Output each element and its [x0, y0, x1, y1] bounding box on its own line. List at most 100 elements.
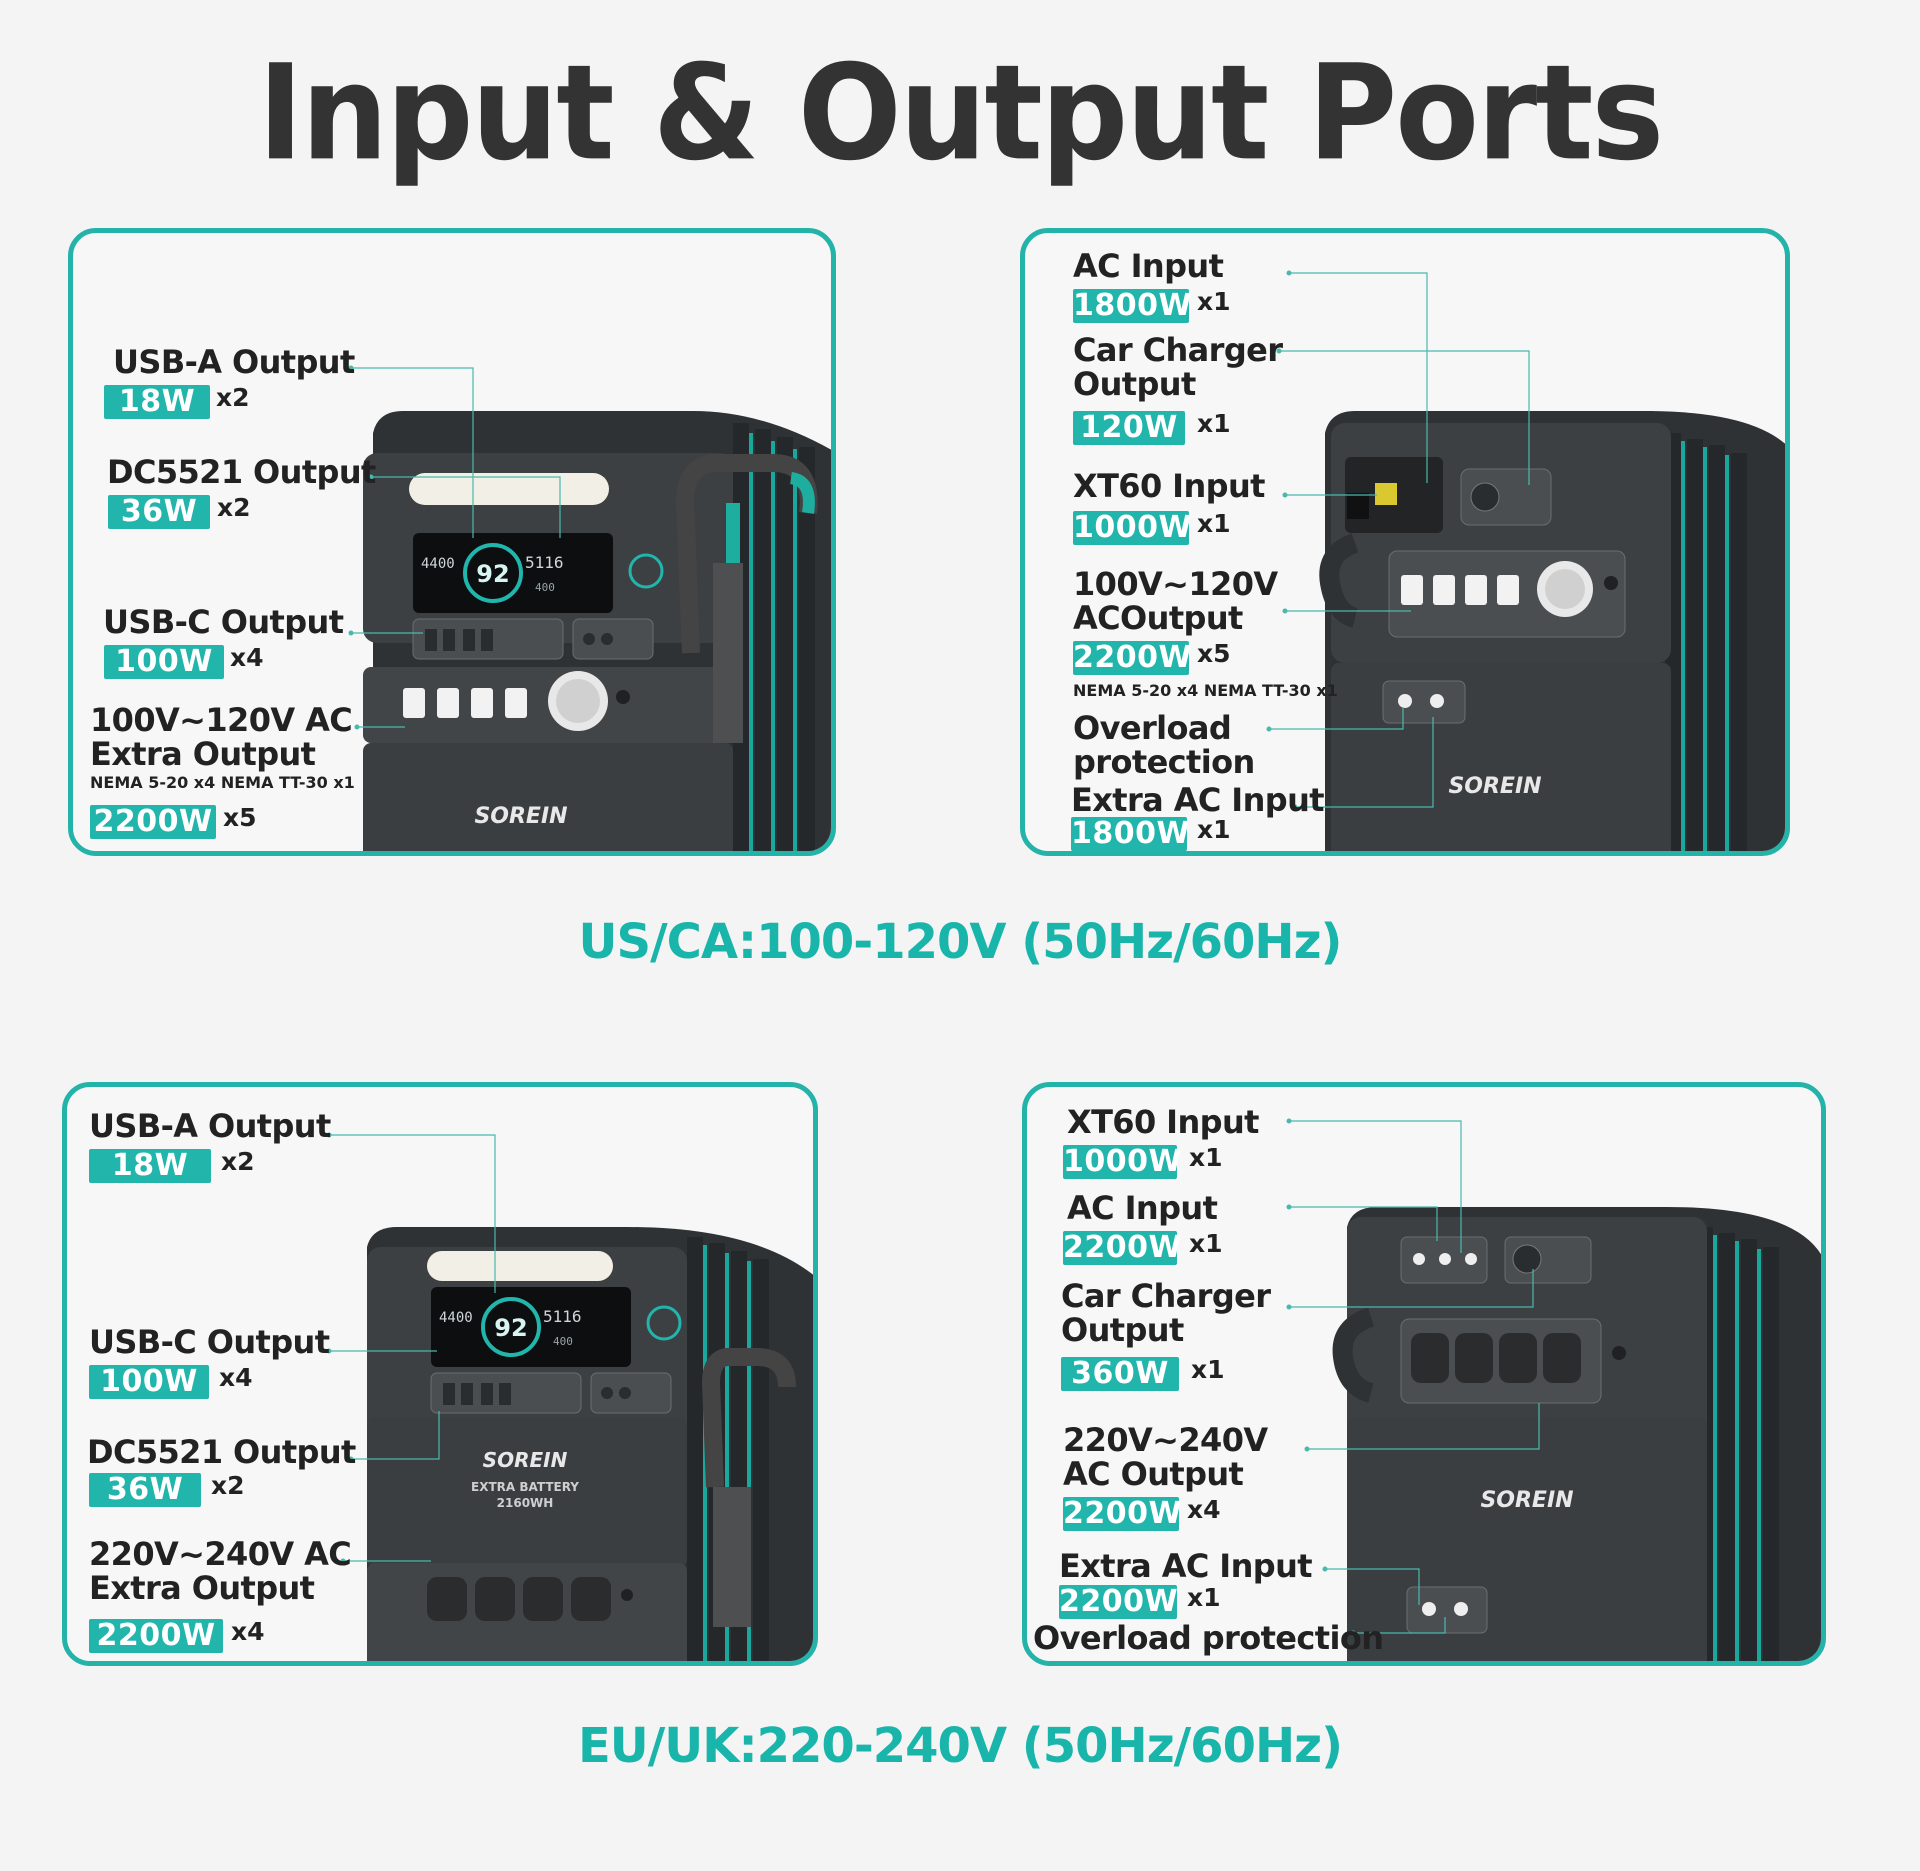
label-ac-output-line1: 100V~120V	[1073, 565, 1278, 603]
mult-usb-c: x4	[230, 643, 264, 672]
brand-logo-back: SOREIN	[1480, 1488, 1573, 1513]
lcd-display	[431, 1287, 631, 1367]
label-overload-protection: Overload protection	[1033, 1619, 1384, 1657]
panel-eu-front: 92 4400 5116 400 SOREIN EXTRA BATTERY 21…	[62, 1082, 818, 1666]
label-car-charger-output: Car Charger Output	[1073, 331, 1283, 403]
label-ac-output: 220V~240V AC Output	[1063, 1423, 1268, 1491]
mult-car-charger: x1	[1197, 409, 1231, 438]
caption-us-ca: US/CA:100-120V (50Hz/60Hz)	[578, 914, 1343, 970]
mult-usb-c: x4	[219, 1363, 253, 1392]
label-ac-extra-line2: Extra Output	[89, 1569, 315, 1607]
panel-us-back: SOREIN AC Input 1800W x1 Car Charger Out…	[1020, 228, 1790, 856]
watt-dc5521: 36W	[108, 495, 210, 529]
brand-logo: SOREIN	[474, 804, 567, 829]
label-ac-output-line2: AC Output	[1063, 1455, 1244, 1493]
watt-ac-input: 2200W	[1063, 1230, 1183, 1265]
label-ac-output-line1: 220V~240V	[1063, 1421, 1268, 1459]
watt-car-charger: 360W	[1061, 1357, 1179, 1391]
lcd-percent: 92	[476, 560, 509, 588]
watt-ac-input: 1800W	[1073, 288, 1193, 323]
caption-eu-uk: EU/UK:220-240V (50Hz/60Hz)	[577, 1718, 1343, 1774]
label-ac-output-line2: ACOutput	[1073, 599, 1243, 637]
panel-eu-back: SOREIN XT60 Input 1000W x1 AC Input 2200…	[1022, 1082, 1826, 1666]
watt-extra-ac-input: 1800W	[1071, 816, 1191, 851]
watt-ac-extra: 2200W	[90, 805, 216, 839]
label-usb-a-output: USB-A Output	[113, 343, 355, 381]
brand-logo-back: SOREIN	[1448, 774, 1541, 799]
light-bar	[427, 1251, 613, 1281]
mult-xt60: x1	[1197, 509, 1231, 538]
power-icon	[646, 1305, 682, 1341]
watt-ac-extra: 2200W	[89, 1619, 223, 1653]
label-ac-output: 100V~120V ACOutput	[1073, 567, 1278, 635]
mult-dc5521: x2	[211, 1471, 245, 1500]
label-ac-input: AC Input	[1073, 247, 1224, 285]
lcd-display	[413, 533, 613, 613]
label-extra-ac-input: Extra AC Input	[1059, 1547, 1313, 1585]
power-icon	[628, 553, 664, 589]
watt-usb-c: 100W	[89, 1365, 209, 1399]
label-car-charger-line2: Output	[1061, 1311, 1184, 1349]
label-ac-extra-output: 220V~240V AC Extra Output	[89, 1535, 352, 1607]
mult-ac-input: x1	[1189, 1229, 1223, 1258]
label-overload-protection: Overload protection	[1073, 711, 1255, 779]
label-car-charger-output: Car Charger Output	[1061, 1277, 1271, 1349]
label-usb-a-output: USB-A Output	[89, 1107, 331, 1145]
mult-ac-extra: x4	[231, 1617, 265, 1646]
label-ac-input: AC Input	[1067, 1189, 1218, 1227]
watt-dc5521: 36W	[89, 1473, 201, 1507]
watt-ac-output: 2200W	[1073, 640, 1193, 675]
watt-xt60: 1000W	[1063, 1144, 1183, 1179]
watt-usb-a: 18W	[89, 1149, 211, 1183]
label-ac-extra-output: 100V~120V AC Extra Output	[90, 701, 353, 773]
lcd-input: 4400	[439, 1310, 473, 1326]
label-usb-c-output: USB-C Output	[103, 603, 344, 641]
watt-xt60: 1000W	[1073, 510, 1193, 545]
label-xt60-input: XT60 Input	[1067, 1103, 1259, 1141]
note-nema-front: NEMA 5-20 x4 NEMA TT-30 x1	[90, 773, 355, 792]
mult-usb-a: x2	[216, 383, 250, 412]
label-overload-line1: Overload	[1073, 709, 1232, 747]
mult-dc5521: x2	[217, 493, 251, 522]
watt-car-charger: 120W	[1073, 411, 1185, 445]
label-dc5521-output: DC5521 Output	[107, 453, 376, 491]
mult-usb-a: x2	[221, 1147, 255, 1176]
watt-extra-ac-input: 2200W	[1059, 1584, 1179, 1619]
label-car-charger-line2: Output	[1073, 365, 1196, 403]
watt-usb-c: 100W	[104, 645, 224, 679]
label-usb-c-output: USB-C Output	[89, 1323, 330, 1361]
label-ac-extra-line1: 100V~120V AC	[90, 701, 353, 739]
mult-extra-ac-input: x1	[1197, 815, 1231, 844]
label-ac-extra-line1: 220V~240V AC	[89, 1535, 352, 1573]
brand-logo: SOREIN	[483, 1448, 568, 1472]
panel-us-front: 92 4400 5116 400 SOREIN	[68, 228, 836, 856]
label-overload-line2: protection	[1073, 743, 1255, 781]
lcd-output: 5116	[525, 553, 564, 572]
mult-ac-input: x1	[1197, 287, 1231, 316]
lcd-sub: 400	[535, 581, 555, 594]
mult-extra-ac-input: x1	[1187, 1583, 1221, 1612]
lcd-input: 4400	[421, 556, 455, 572]
mult-ac-output: x5	[1197, 639, 1231, 668]
mult-xt60: x1	[1189, 1143, 1223, 1172]
watt-ac-output: 2200W	[1063, 1496, 1183, 1531]
mult-car-charger: x1	[1191, 1355, 1225, 1384]
page-title: Input & Output Ports	[257, 36, 1664, 190]
label-ac-extra-line2: Extra Output	[90, 735, 316, 773]
battery-capacity: 2160WH	[497, 1496, 554, 1510]
lcd-percent: 92	[494, 1314, 527, 1342]
label-car-charger-line1: Car Charger	[1073, 331, 1283, 369]
note-nema-back: NEMA 5-20 x4 NEMA TT-30 x1	[1073, 681, 1338, 700]
mult-ac-extra: x5	[223, 803, 257, 832]
lcd-sub: 400	[553, 1335, 573, 1348]
label-xt60-input: XT60 Input	[1073, 467, 1265, 505]
mult-ac-output: x4	[1187, 1495, 1221, 1524]
power-station-front-image: 92 4400 5116 400 SOREIN EXTRA BATTERY 21…	[367, 1227, 813, 1661]
label-extra-ac-input: Extra AC Input	[1071, 781, 1325, 819]
watt-usb-a: 18W	[104, 385, 210, 419]
lcd-output: 5116	[543, 1307, 582, 1326]
battery-label: EXTRA BATTERY	[471, 1480, 579, 1494]
light-bar	[409, 473, 609, 505]
label-dc5521-output: DC5521 Output	[87, 1433, 356, 1471]
label-car-charger-line1: Car Charger	[1061, 1277, 1271, 1315]
